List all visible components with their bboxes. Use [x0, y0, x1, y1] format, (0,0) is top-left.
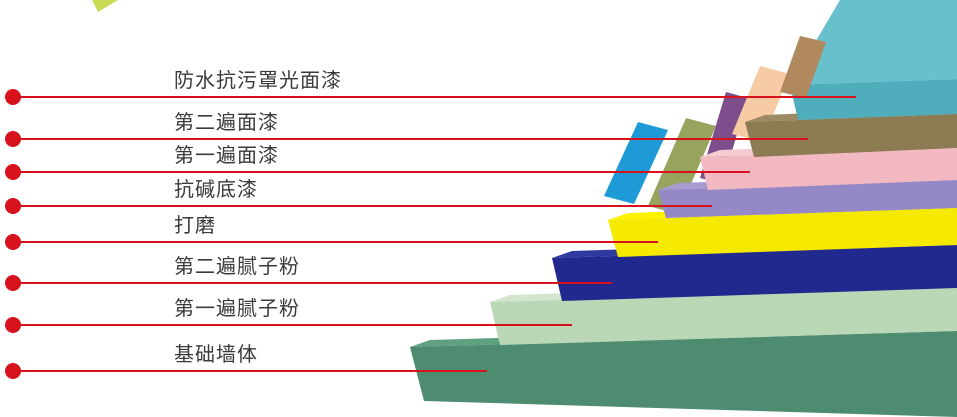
callout-line	[13, 171, 750, 173]
corner-sliver	[92, 0, 118, 12]
callout-label-base-wall: 基础墙体	[174, 342, 258, 366]
callout-line	[13, 324, 572, 326]
putty-2-front-face	[552, 245, 957, 301]
primer-front-face	[658, 180, 957, 218]
callout-dot	[5, 234, 21, 250]
putty-1-front-face	[490, 288, 957, 345]
finish-1-front-face	[700, 148, 957, 190]
callout-dot	[5, 275, 21, 291]
callout-dot	[5, 363, 21, 379]
callout-dot	[5, 131, 21, 147]
callout-label-finish-2: 第二遍面漆	[174, 110, 279, 134]
callout-line	[13, 241, 658, 243]
callout-dot	[5, 317, 21, 333]
callout-label-putty-1: 第一遍腻子粉	[174, 296, 300, 320]
callout-line	[13, 205, 712, 207]
callout-line	[13, 282, 612, 284]
callout-label-primer: 抗碱底漆	[174, 177, 258, 201]
callout-dot	[5, 164, 21, 180]
finish-2-front-face	[745, 114, 957, 157]
callout-dot	[5, 89, 21, 105]
callout-line	[13, 138, 808, 140]
topcoat-front-face	[790, 79, 957, 120]
base-wall-front-face	[410, 331, 957, 417]
tan-edge-card	[780, 36, 826, 98]
callout-line	[13, 96, 856, 98]
sanding-front-face	[608, 208, 957, 257]
blue-edge-card	[604, 122, 668, 204]
callout-dot	[5, 198, 21, 214]
callout-label-finish-1: 第一遍面漆	[174, 143, 279, 167]
callout-label-topcoat: 防水抗污罩光面漆	[174, 68, 342, 92]
topcoat-top-face	[790, 0, 957, 85]
callout-label-sanding: 打磨	[174, 213, 216, 237]
callout-line	[13, 370, 487, 372]
callout-label-putty-2: 第二遍腻子粉	[174, 254, 300, 278]
